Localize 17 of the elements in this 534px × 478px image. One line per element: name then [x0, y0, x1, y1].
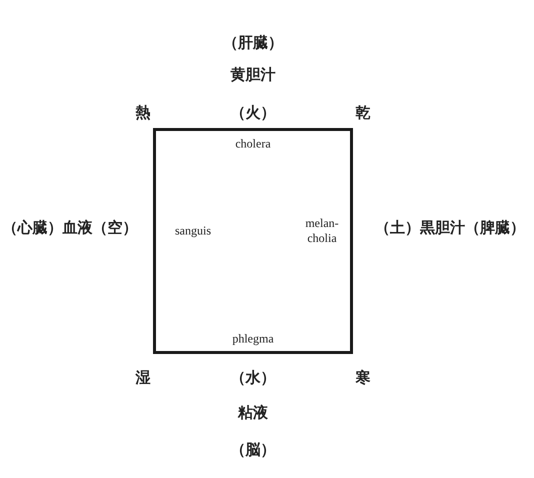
text-label: 寒 [356, 368, 370, 388]
text-label: （火） [230, 104, 276, 122]
text-label: （土）黒胆汁（脾臓） [375, 218, 525, 238]
text-label: （脳） [230, 440, 276, 460]
text-label: 湿 [136, 368, 150, 388]
humor-name: phlegma [232, 332, 274, 346]
humor-name: melan- cholia [304, 216, 340, 246]
humor-name: sanguis [175, 224, 211, 238]
text-label: 粘液 [238, 404, 268, 422]
square-frame [153, 128, 353, 354]
humor-name: cholera [235, 136, 271, 152]
text-label: （水） [230, 368, 276, 388]
text-label: 乾 [356, 104, 370, 122]
text-label: （肝臓） [223, 34, 283, 52]
text-label: 黄胆汁 [230, 66, 276, 84]
text-label: （心臓）血液（空） [2, 218, 138, 238]
text-label: 熱 [136, 104, 150, 122]
